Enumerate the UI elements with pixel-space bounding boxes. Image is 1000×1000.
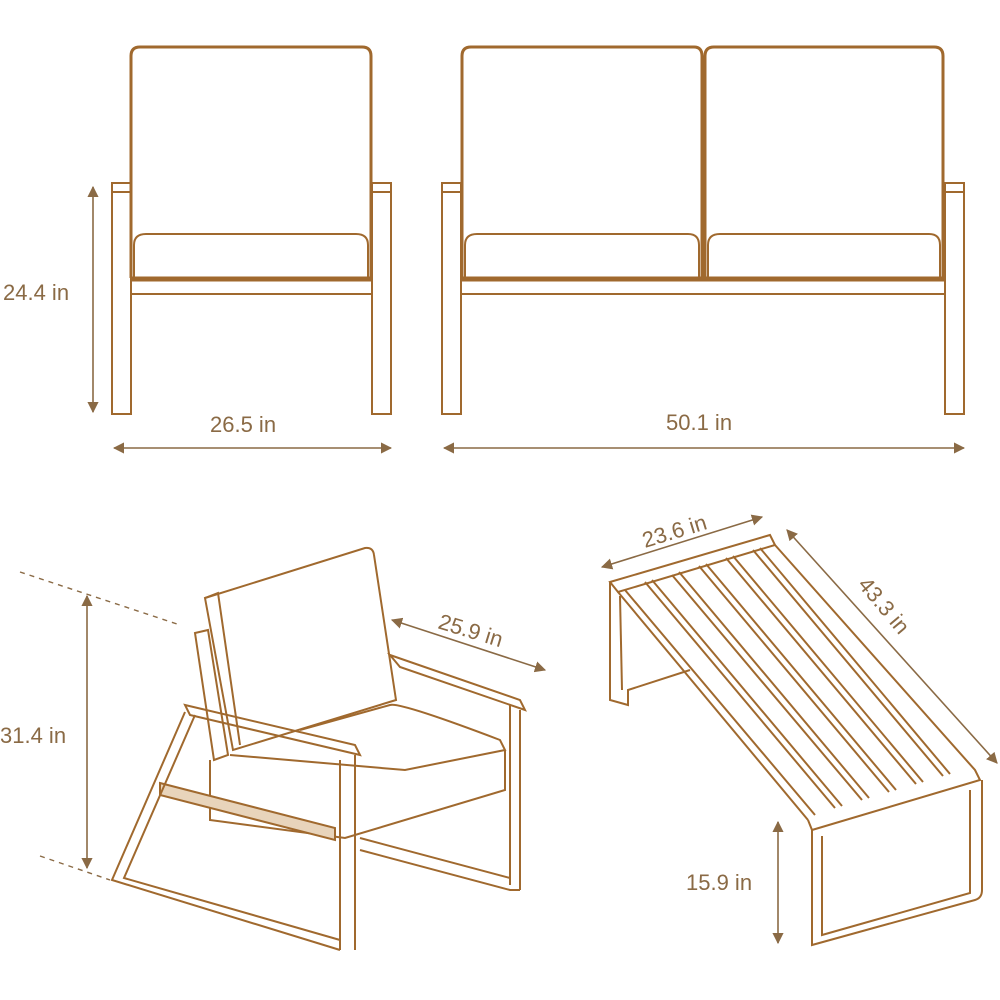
chair-front-view [111,45,392,415]
table-width-dimension [600,514,764,570]
table-length-label: 43.3 in [853,572,915,639]
chair-iso-depth-dimension [390,617,547,673]
table-height-label: 15.9 in [686,870,752,895]
loveseat-width-label: 50.1 in [666,410,732,435]
table-length-dimension [786,529,998,764]
chair-height-label: 24.4 in [3,280,69,305]
table-width-label: 23.6 in [639,510,709,553]
chair-width-label: 26.5 in [210,412,276,437]
chair-iso-height-dimension [19,571,181,881]
loveseat-front-view [441,45,965,415]
chair-total-height-label: 31.4 in [0,723,66,748]
table-isometric-view [608,533,983,947]
chair-isometric-view [110,546,527,951]
